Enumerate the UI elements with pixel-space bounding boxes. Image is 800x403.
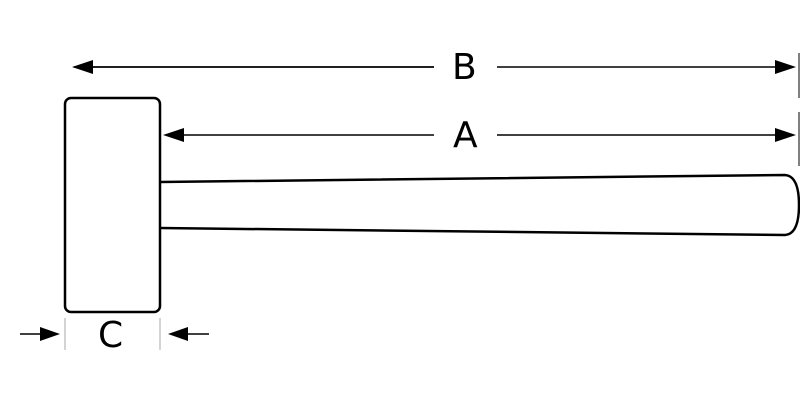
dimension-b <box>72 53 800 98</box>
hammer-handle <box>159 173 800 237</box>
arrowhead-left-icon <box>168 327 188 341</box>
dimension-label-c: C <box>98 315 124 356</box>
arrowhead-right-icon <box>40 327 60 341</box>
hammer-head <box>63 96 162 314</box>
dimension-label-a: A <box>453 115 478 156</box>
dimension-a <box>163 112 800 166</box>
arrowhead-left-icon <box>72 60 93 74</box>
arrowhead-left-icon <box>163 128 184 142</box>
arrowhead-right-icon <box>775 60 796 74</box>
dimension-label-b: B <box>452 47 477 88</box>
arrowhead-right-icon <box>775 128 796 142</box>
dimension-c <box>20 318 209 350</box>
